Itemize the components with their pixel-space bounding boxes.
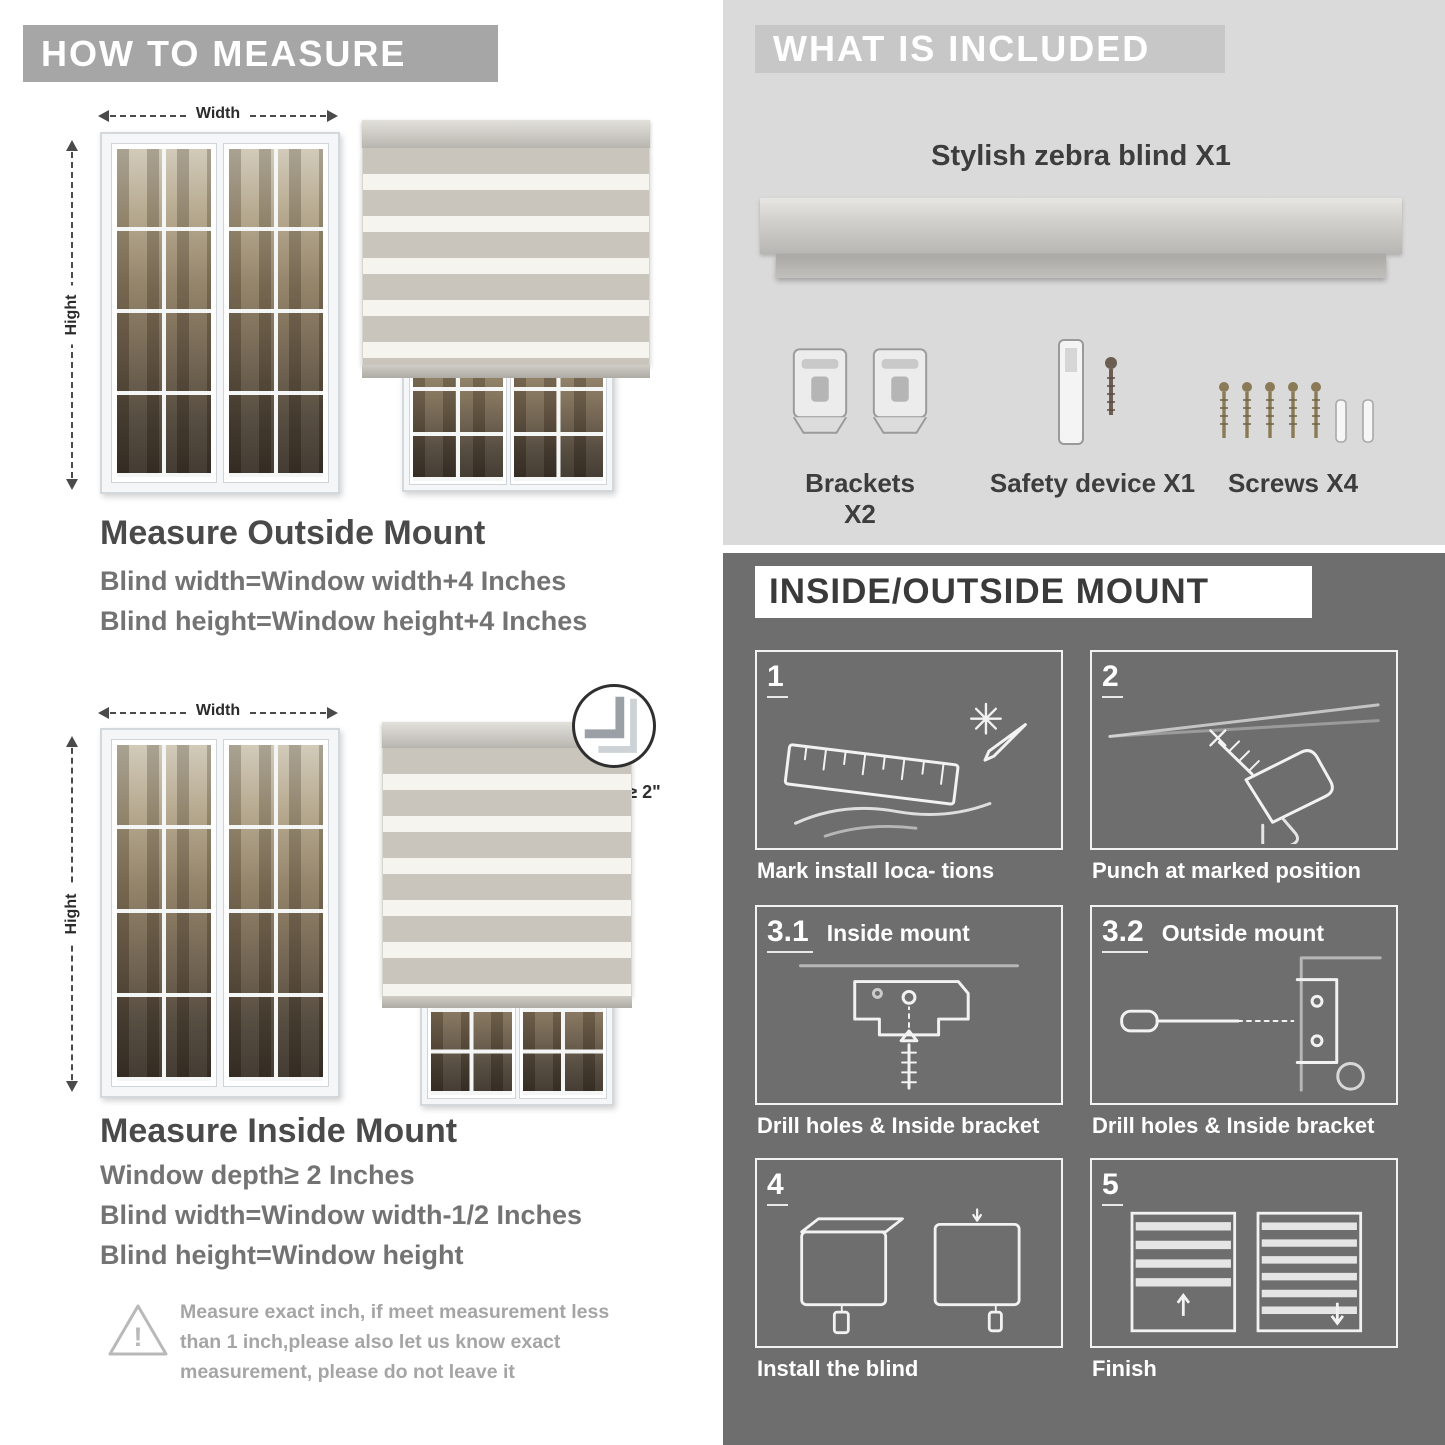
height-label: Hight <box>63 884 81 944</box>
height-arrow-inside: Hight <box>62 736 82 1092</box>
blind-headrail-valance <box>776 254 1386 278</box>
step-panel-4: 4 <box>755 1158 1063 1348</box>
step-number: 5 <box>1102 1168 1123 1206</box>
height-label: Hight <box>63 285 81 345</box>
blind-stripes <box>382 748 632 996</box>
inside-formula-height: Blind height=Window height <box>100 1240 464 1270</box>
step-caption-3-2: Drill holes & Inside bracket <box>1092 1113 1375 1138</box>
mark-location-illustration <box>783 702 1027 838</box>
step-number: 2 <box>1102 660 1123 698</box>
blind-bottom-bar <box>362 365 650 378</box>
step-head: 3.2 Outside mount <box>1102 915 1324 953</box>
step-panel-5: 5 <box>1090 1158 1398 1348</box>
inside-bracket-illustration <box>798 964 1020 1090</box>
install-blind-illustration <box>800 1208 1021 1335</box>
outside-formula-height: Blind height=Window height+4 Inches <box>100 606 588 636</box>
blind-headrail-product <box>760 198 1402 254</box>
window-sash <box>223 739 329 1087</box>
step-number: 4 <box>767 1168 788 1206</box>
outside-mount-title: Measure Outside Mount <box>100 514 486 552</box>
step-panel-3-1: 3.1 Inside mount <box>755 905 1063 1105</box>
how-to-measure-banner: HOW TO MEASURE <box>23 25 498 82</box>
step-head: 4 <box>767 1168 802 1206</box>
inside-formula-depth: Window depth≥ 2 Inches <box>100 1160 415 1190</box>
what-is-included-banner: WHAT IS INCLUDED <box>755 25 1225 73</box>
step-caption-4: Install the blind <box>757 1356 919 1381</box>
step-number: 1 <box>767 660 788 698</box>
window-illustration-outside <box>100 132 340 494</box>
width-arrow-outside: Width <box>98 105 338 126</box>
drill-illustration <box>1108 703 1380 844</box>
outside-bracket-illustration <box>1120 956 1382 1092</box>
step-head: 5 <box>1102 1168 1137 1206</box>
step-caption-5: Finish <box>1092 1356 1157 1381</box>
step-head: 1 <box>767 660 802 698</box>
frame-corner-icon <box>584 696 637 753</box>
included-blind-label: Stylish zebra blind X1 <box>931 140 1231 172</box>
step-caption-2: Punch at marked position <box>1092 858 1361 883</box>
inside-outside-mount-banner: INSIDE/OUTSIDE MOUNT <box>755 566 1312 618</box>
measurement-warning-text: Measure exact inch, if meet measurement … <box>180 1301 610 1384</box>
zebra-blind-inside-mount <box>382 722 632 1008</box>
inside-formula-width: Blind width=Window width-1/2 Inches <box>100 1200 583 1230</box>
outside-formula-width: Blind width=Window width+4 Inches <box>100 566 567 596</box>
step-panel-2: 2 <box>1090 650 1398 850</box>
inside-mount-title: Measure Inside Mount <box>100 1112 458 1150</box>
brackets-icon <box>788 340 932 444</box>
step-title: Inside mount <box>826 920 970 946</box>
window-sash <box>111 143 217 483</box>
screws-icon <box>1218 382 1376 444</box>
blind-headrail <box>362 120 650 148</box>
window-illustration-inside <box>100 728 340 1098</box>
step-panel-1: 1 <box>755 650 1063 850</box>
safety-device-icon <box>1055 336 1119 448</box>
step-head: 2 <box>1102 660 1137 698</box>
safety-device-label: Safety device X1 <box>989 468 1196 498</box>
width-arrow-inside: Width <box>98 702 338 723</box>
step-head: 3.1 Inside mount <box>767 915 970 953</box>
height-arrow-outside: Hight <box>62 140 82 490</box>
window-sash <box>223 143 329 483</box>
width-label: Width <box>186 702 250 720</box>
step-number: 3.1 <box>767 915 813 953</box>
svg-text:!: ! <box>134 1322 143 1352</box>
blind-bottom-bar <box>382 996 632 1008</box>
window-sash <box>111 739 217 1087</box>
step-number: 3.2 <box>1102 915 1148 953</box>
step-panel-3-2: 3.2 Outside mount <box>1090 905 1398 1105</box>
screws-label: Screws X4 <box>1227 468 1359 498</box>
finished-blinds-illustration <box>1130 1211 1363 1333</box>
width-label: Width <box>186 105 250 123</box>
step-caption-3-1: Drill holes & Inside bracket <box>757 1113 1040 1138</box>
warning-triangle-icon: ! <box>106 1300 170 1365</box>
step-title: Outside mount <box>1161 920 1324 946</box>
zebra-blind-outside-mount <box>362 120 650 378</box>
blind-stripes <box>362 148 650 365</box>
depth-zoom-circle <box>572 684 656 768</box>
brackets-label: Brackets X2 <box>805 468 915 529</box>
step-caption-1: Mark install loca- tions <box>757 858 995 883</box>
